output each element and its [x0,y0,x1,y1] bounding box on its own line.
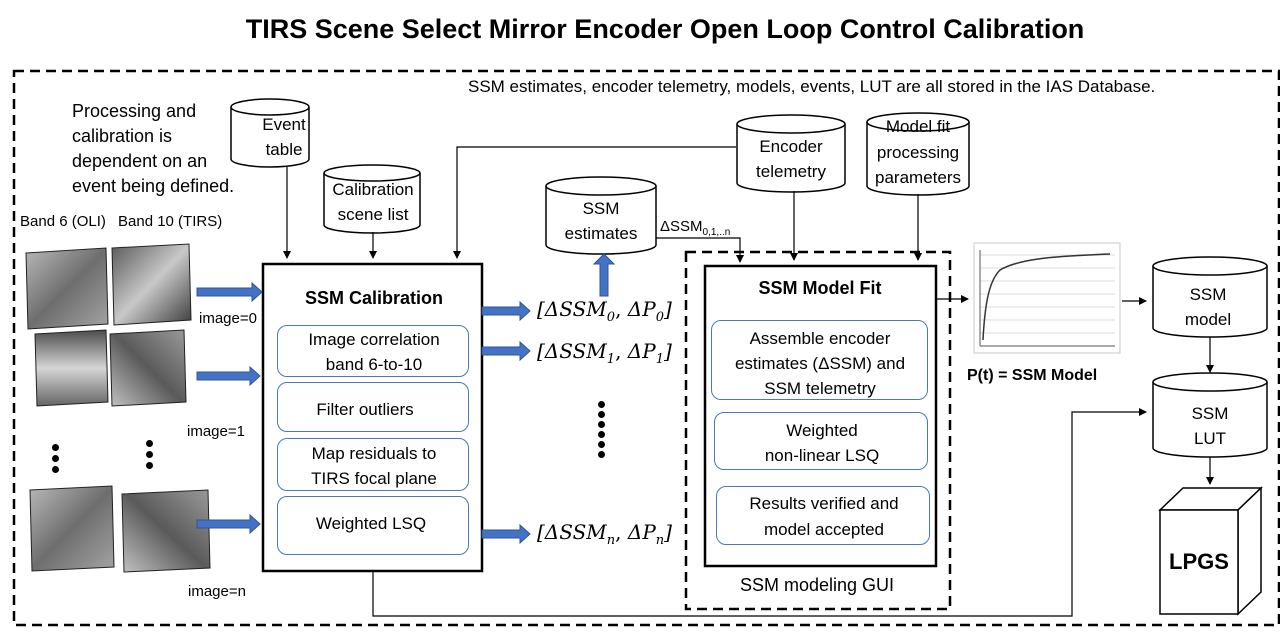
calibration-step: Weighted LSQ [277,496,469,555]
output-delta-pair: [ΔSSM1, ΔP1] [537,339,672,367]
ssm-model-curve-plot [973,242,1121,354]
database-calibration-scene-list [323,164,421,234]
processing-note-line: dependent on an [72,151,208,171]
step-label: Assemble encoder [749,329,891,348]
ias-database-boundary [12,69,1280,627]
db-label: SSM [1189,285,1227,304]
calibration-step: Map residuals to TIRS focal plane [277,438,469,491]
blue-arrow-image0 [196,281,263,303]
gui-boundary [684,250,952,611]
db-label: Encoder [759,137,823,156]
image-label: image=1 [187,423,245,440]
database-encoder-telemetry [736,114,846,193]
p-subscript: 1 [655,352,664,367]
output-delta-pair: [ΔSSMn, ΔPn] [537,520,672,548]
ssm-subscript: 0 [606,310,616,325]
db-label: Calibration [332,180,414,199]
thumbnail-band6-image1 [34,329,109,407]
db-label: LUT [1193,429,1227,448]
step-label: estimates (ΔSSM) and [734,354,906,373]
database-note: SSM estimates, encoder telemetry, models… [468,77,1156,96]
processing-note-line: Processing and [72,101,197,121]
step-label: Map residuals to [311,444,437,463]
step-label: Image correlation [308,330,440,349]
model-curve-label: P(t) = SSM Model [967,367,1098,384]
thumbnail-band10-imagen [121,489,211,573]
image-label: image=n [188,583,246,600]
step-label: Results verified and [749,494,899,513]
step-label: model accepted [763,520,885,539]
connector-calibration-to-lut [372,408,1147,617]
ssm-subscript: 1 [606,352,616,367]
delta-ssm-text: ΔSSM [660,218,703,235]
step-label: TIRS focal plane [311,469,437,488]
blue-arrow-output-1 [481,340,531,362]
blue-arrow-imagen [196,513,261,535]
db-label: SSM [1191,404,1229,423]
blue-arrow-image1 [196,365,261,387]
database-event-table [230,98,310,168]
ellipsis-dots [52,444,59,477]
ellipsis-dots [146,440,153,473]
band-label-oli: Band 6 (OLI) [20,213,106,230]
step-label: Weighted [786,421,858,440]
step-label: band 6-to-10 [325,355,423,374]
gui-label: SSM modeling GUI [739,575,895,595]
p-subscript: 0 [655,310,664,325]
step-label: non-linear LSQ [764,446,880,465]
blue-arrow-output-n [481,523,531,545]
processing-note-line: calibration is [72,126,173,146]
ssm-model-fit-title: SSM Model Fit [758,278,882,298]
page-title: TIRS Scene Select Mirror Encoder Open Lo… [245,14,1085,44]
db-label: parameters [875,168,961,187]
image-label: image=0 [199,310,257,327]
db-label: SSM [582,199,620,218]
connector-telemetry-to-calibration [453,146,736,259]
ssm-subscript: n [606,533,616,548]
lpgs-system-box [1158,486,1263,616]
db-label: estimates [564,224,638,243]
calibration-step: Image correlation band 6-to-10 [277,325,469,377]
database-model-fit-parameters [866,112,970,196]
blue-arrow-to-estimates [592,253,616,297]
model-fit-step: Assemble encoder estimates (ΔSSM) and SS… [711,320,928,400]
delta-ssm-subscript: 0,1,..n [702,227,731,238]
thumbnail-band6-image0 [25,247,109,330]
blue-arrow-output-0 [481,300,531,322]
delta-ssm-label: ΔSSM0,1,..n [660,218,731,238]
db-label: scene list [337,205,409,224]
step-label: SSM telemetry [764,379,876,398]
db-label: Event [262,115,306,134]
image-thumbnails [25,243,211,573]
ssm-calibration-title: SSM Calibration [304,288,444,308]
db-label: processing [876,143,960,162]
output-delta-pair: [ΔSSM0, ΔP0] [537,297,672,325]
db-label: telemetry [756,162,826,181]
thumbnail-band6-imagen [29,485,115,572]
model-curve [982,253,1111,341]
thumbnail-band10-image1 [109,329,187,407]
lpgs-label: LPGS [1169,549,1229,574]
db-label: table [265,140,303,159]
model-fit-step: Results verified and model accepted [716,486,930,545]
database-ssm-model [1152,256,1268,338]
step-label: Weighted LSQ [315,514,427,533]
db-label: model [1184,310,1232,329]
band-label-tirs: Band 10 (TIRS) [118,213,223,230]
calibration-step: Filter outliers [277,382,469,432]
database-ssm-lut [1152,372,1268,458]
db-label: Model fit [885,117,951,136]
connector-estimates-to-model-fit [656,237,744,263]
model-fit-step: Weighted non-linear LSQ [714,412,928,470]
p-subscript: n [655,533,665,548]
processing-note-line: event being defined. [72,176,235,196]
step-label: Filter outliers [316,400,414,419]
database-ssm-estimates [545,176,657,255]
thumbnail-band10-image0 [111,243,192,326]
ellipsis-dots [598,401,605,461]
